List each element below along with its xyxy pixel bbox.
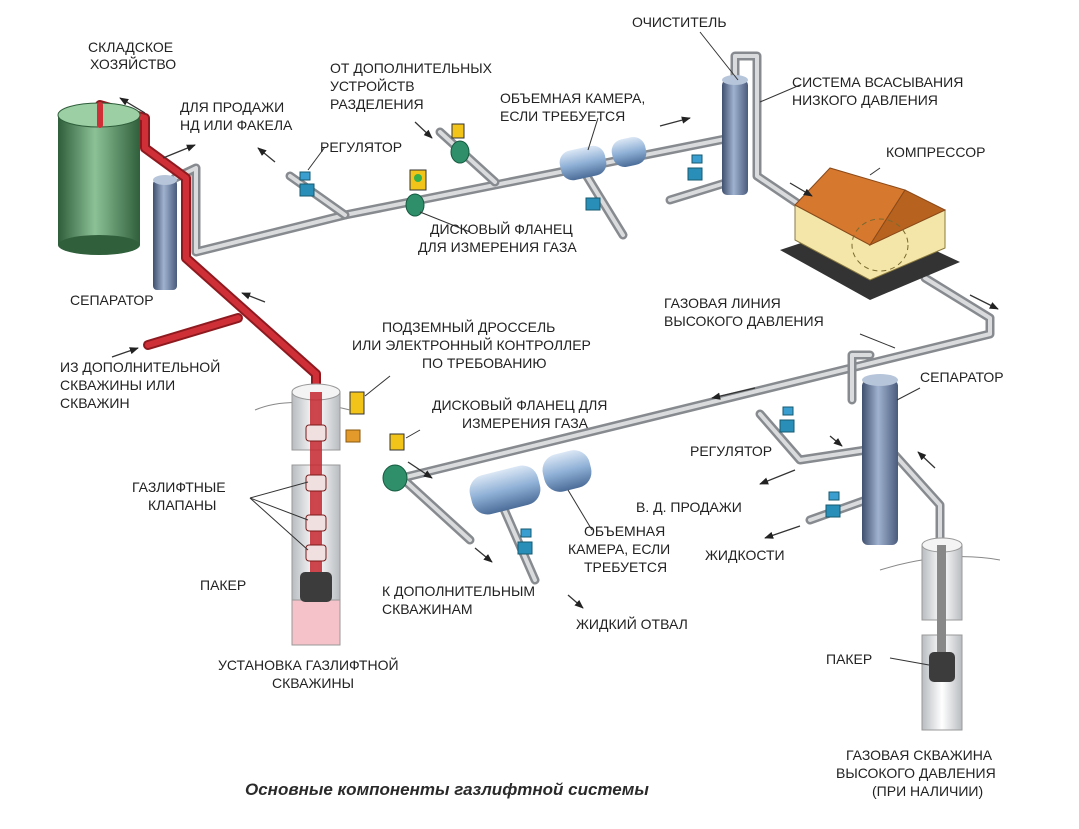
label-orifice-bottom: ДИСКОВЫЙ ФЛАНЕЦ ДЛЯ xyxy=(432,396,607,413)
orifice-meter-bottom xyxy=(383,434,407,491)
label-add-well-3: СКВАЖИН xyxy=(60,395,130,411)
label-volume-bottom-2: КАМЕРА, ЕСЛИ xyxy=(568,541,670,557)
choke-controller xyxy=(346,392,364,442)
separator-right xyxy=(862,374,898,545)
label-sale-2: НД ИЛИ ФАКЕЛА xyxy=(180,117,293,133)
label-hp-sale: В. Д. ПРОДАЖИ xyxy=(636,499,742,515)
label-volume-top-2: ЕСЛИ ТРЕБУЕТСЯ xyxy=(500,108,625,124)
label-separator-right: СЕПАРАТОР xyxy=(920,369,1004,385)
label-to-wells-2: СКВАЖИНАМ xyxy=(382,601,473,617)
label-gas-well-2: ВЫСОКОГО ДАВЛЕНИЯ xyxy=(836,765,996,781)
label-packer-left: ПАКЕР xyxy=(200,577,246,593)
label-regulator-bottom: РЕГУЛЯТОР xyxy=(690,443,772,459)
separator-left xyxy=(153,175,177,290)
label-choke-3: ПО ТРЕБОВАНИЮ xyxy=(422,355,547,371)
label-volume-bottom: ОБЪЕМНАЯ xyxy=(584,523,665,539)
label-gaslift-well: УСТАНОВКА ГАЗЛИФТНОЙ xyxy=(218,656,399,673)
label-regulator-top: РЕГУЛЯТОР xyxy=(320,139,402,155)
label-liquid-dump: ЖИДКИЙ ОТВАЛ xyxy=(576,615,688,632)
label-volume-top: ОБЪЕМНАЯ КАМЕРА, xyxy=(500,90,645,106)
label-gas-well-3: (ПРИ НАЛИЧИИ) xyxy=(872,783,983,799)
label-sep-sources-2: УСТРОЙСТВ xyxy=(330,77,415,94)
label-storage-2: ХОЗЯЙСТВО xyxy=(90,55,176,72)
high-pressure-gas-well xyxy=(880,538,1000,730)
label-gaslift-well-2: СКВАЖИНЫ xyxy=(272,675,354,691)
orifice-meter-separators xyxy=(451,124,469,163)
label-low-pressure: СИСТЕМА ВСАСЫВАНИЯ xyxy=(792,74,963,90)
label-choke: ПОДЗЕМНЫЙ ДРОССЕЛЬ xyxy=(382,318,555,335)
label-to-wells: К ДОПОЛНИТЕЛЬНЫМ xyxy=(382,583,535,599)
orifice-meter-top xyxy=(406,170,426,216)
label-storage: СКЛАДСКОЕ xyxy=(88,39,173,55)
label-orifice-top-2: ДЛЯ ИЗМЕРЕНИЯ ГАЗА xyxy=(418,239,577,255)
label-add-well-2: СКВАЖИНЫ ИЛИ xyxy=(60,377,175,393)
label-orifice-top: ДИСКОВЫЙ ФЛАНЕЦ xyxy=(430,220,573,237)
label-separator-left: СЕПАРАТОР xyxy=(70,292,154,308)
label-orifice-bottom-2: ИЗМЕРЕНИЯ ГАЗА xyxy=(462,415,589,431)
label-hp-line-2: ВЫСОКОГО ДАВЛЕНИЯ xyxy=(664,313,824,329)
purifier-scrubber xyxy=(722,75,748,195)
label-compressor: КОМПРЕССОР xyxy=(886,144,985,160)
label-hp-line: ГАЗОВАЯ ЛИНИЯ xyxy=(664,295,781,311)
label-sale: ДЛЯ ПРОДАЖИ xyxy=(180,99,284,115)
label-low-pressure-2: НИЗКОГО ДАВЛЕНИЯ xyxy=(792,92,938,108)
storage-tank xyxy=(58,103,140,255)
label-gaslift-valves-2: КЛАПАНЫ xyxy=(148,497,216,513)
label-purifier: ОЧИСТИТЕЛЬ xyxy=(632,14,727,30)
label-packer-right: ПАКЕР xyxy=(826,651,872,667)
label-add-well: ИЗ ДОПОЛНИТЕЛЬНОЙ xyxy=(60,358,220,375)
gas-lift-well xyxy=(255,384,350,645)
diagram-caption: Основные компоненты газлифтной системы xyxy=(245,780,649,799)
label-liquids: ЖИДКОСТИ xyxy=(705,547,785,563)
label-sep-sources-3: РАЗДЕЛЕНИЯ xyxy=(330,96,424,112)
label-volume-bottom-3: ТРЕБУЕТСЯ xyxy=(584,559,667,575)
label-gaslift-valves: ГАЗЛИФТНЫЕ xyxy=(132,479,226,495)
label-sep-sources: ОТ ДОПОЛНИТЕЛЬНЫХ xyxy=(330,60,493,76)
label-choke-2: ИЛИ ЭЛЕКТРОННЫЙ КОНТРОЛЛЕР xyxy=(352,336,591,353)
label-gas-well: ГАЗОВАЯ СКВАЖИНА xyxy=(846,747,993,763)
volume-chamber-top xyxy=(557,135,648,183)
